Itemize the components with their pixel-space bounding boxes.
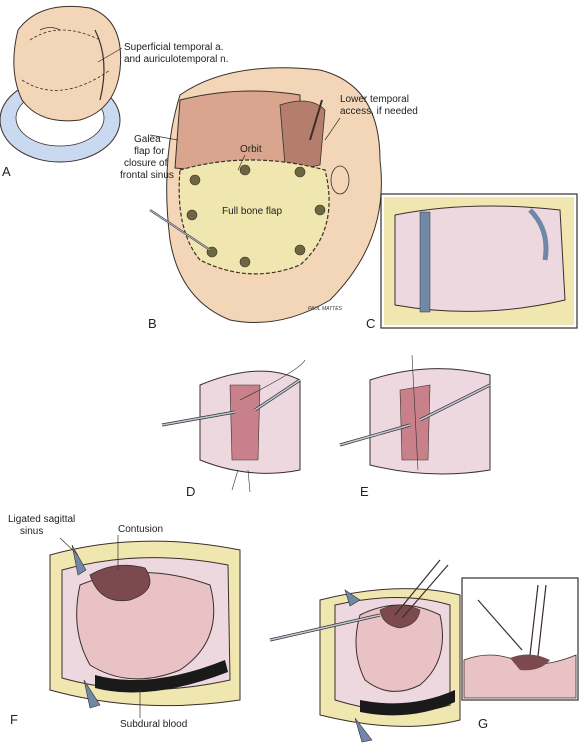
label-full-bone-flap: Full bone flap	[222, 206, 282, 217]
label-orbit: Orbit	[240, 144, 262, 155]
panel-g-drawing	[269, 559, 579, 743]
panel-d-letter: D	[186, 484, 195, 499]
label-galea-3: closure of	[124, 158, 168, 169]
panel-f-drawing	[49, 535, 241, 718]
panel-d-drawing	[161, 359, 306, 493]
label-subdural-blood: Subdural blood	[120, 719, 187, 730]
panel-b-letter: B	[148, 316, 157, 331]
label-lower-temporal-1: Lower temporal	[340, 94, 409, 105]
label-contusion: Contusion	[118, 524, 163, 535]
label-ligated-sagittal-2: sinus	[20, 526, 43, 537]
label-superficial-temporal-1: Superficial temporal a.	[124, 42, 224, 53]
label-ligated-sagittal-1: Ligated sagittal	[8, 514, 75, 525]
panel-e-drawing	[339, 354, 491, 475]
panel-a-drawing	[0, 5, 123, 163]
panel-g-letter: G	[478, 716, 488, 731]
panel-c-letter: C	[366, 316, 375, 331]
panel-c-drawing	[380, 193, 578, 329]
label-galea-2: flap for	[134, 146, 165, 157]
label-galea-4: frontal sinus	[120, 170, 174, 181]
label-galea-1: Galea	[134, 134, 161, 145]
panel-a-letter: A	[2, 164, 11, 179]
panel-e-letter: E	[360, 484, 369, 499]
label-superficial-temporal-2: and auriculotemporal n.	[124, 54, 229, 65]
artist-signature: PAUL MATTES	[308, 306, 343, 312]
label-lower-temporal-2: access, if needed	[340, 106, 418, 117]
panel-b-drawing	[149, 67, 382, 323]
panel-f-letter: F	[10, 712, 18, 727]
